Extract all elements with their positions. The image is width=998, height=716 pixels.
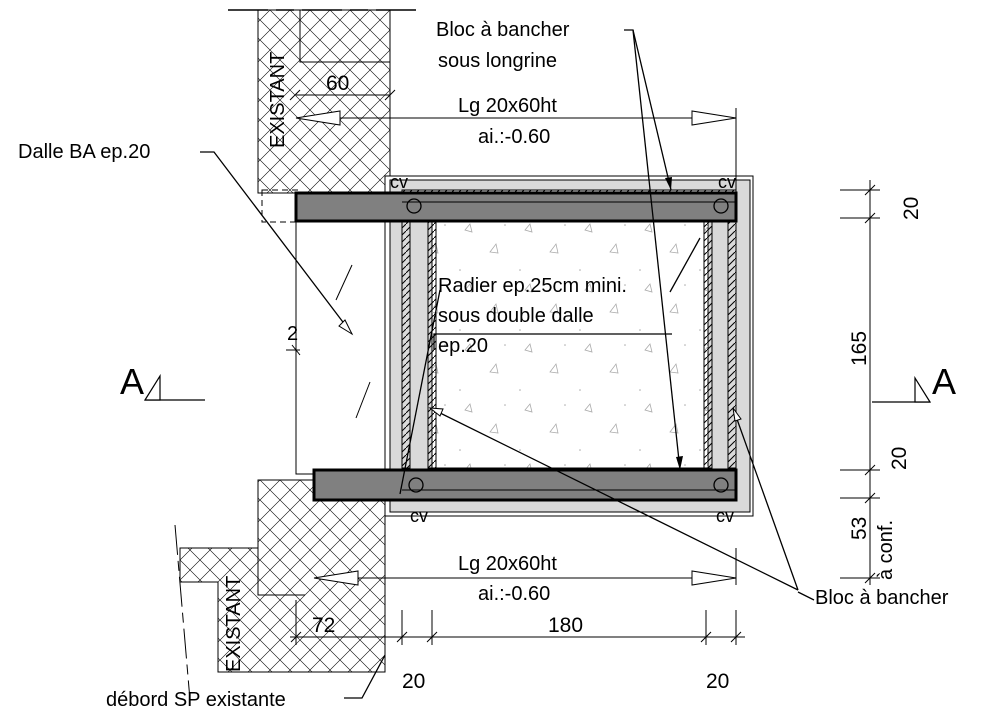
- dim-20-right-bottom: 20: [888, 447, 911, 470]
- section-label-left: A: [120, 361, 144, 402]
- cv-label-tr: cv: [718, 172, 736, 192]
- section-marker-left: [143, 373, 205, 401]
- section-label-right: A: [932, 361, 956, 402]
- cv-circle-tl: [406, 198, 422, 214]
- dim-72: 72: [312, 614, 335, 637]
- longrine-bottom-dimension: [313, 548, 737, 586]
- existing-wall-lower: [174, 479, 386, 701]
- longrine-top: [294, 191, 738, 223]
- dim-2: 2: [287, 323, 298, 345]
- leaders: [200, 29, 815, 699]
- right-dimension-chain: [286, 180, 880, 585]
- bloc-bancher-label: Bloc à bancher: [815, 587, 949, 609]
- dim-165: 165: [848, 331, 871, 366]
- cv-circle-br: [713, 477, 729, 493]
- bottom-dimension-chain: [290, 600, 745, 645]
- longrine-bottom-label-1: Lg 20x60ht: [458, 553, 557, 575]
- a-conf-label: à conf.: [875, 520, 897, 580]
- debord-label: débord SP existante: [106, 689, 286, 711]
- existant-label-bottom: EXISTANT: [223, 576, 245, 672]
- cv-label-tl: cv: [390, 172, 408, 192]
- cv-label-br: cv: [716, 506, 734, 526]
- longrine-bottom-label-2: ai.:-0.60: [478, 583, 550, 605]
- dim-20-bottom-right: 20: [706, 670, 729, 693]
- radier-label-1: Radier ep.25cm mini.: [438, 275, 627, 297]
- existant-label-top: EXISTANT: [267, 52, 289, 148]
- radier-label-2: sous double dalle: [438, 305, 594, 327]
- longrine-bottom: [312, 468, 738, 502]
- dim-53: 53: [848, 517, 871, 540]
- dalle-outline: [261, 189, 389, 475]
- dim-180: 180: [548, 614, 583, 637]
- bloc-longrine-label-1: Bloc à bancher: [436, 19, 570, 41]
- longrine-top-dimension: [289, 89, 737, 190]
- cv-label-bl: cv: [410, 506, 428, 526]
- bloc-longrine-label-2: sous longrine: [438, 50, 557, 72]
- longrine-top-label-2: ai.:-0.60: [478, 126, 550, 148]
- dim-20-bottom-left: 20: [402, 670, 425, 693]
- cv-circle-bl: [408, 477, 424, 493]
- longrine-top-label-1: Lg 20x60ht: [458, 95, 557, 117]
- dalle-ba-label: Dalle BA ep.20: [18, 141, 150, 163]
- cv-circle-tr: [713, 198, 729, 214]
- dim-20-right-top: 20: [900, 197, 923, 220]
- radier-label-3: ep.20: [438, 335, 488, 357]
- dim-60: 60: [326, 72, 349, 95]
- section-marker-right: [872, 375, 932, 403]
